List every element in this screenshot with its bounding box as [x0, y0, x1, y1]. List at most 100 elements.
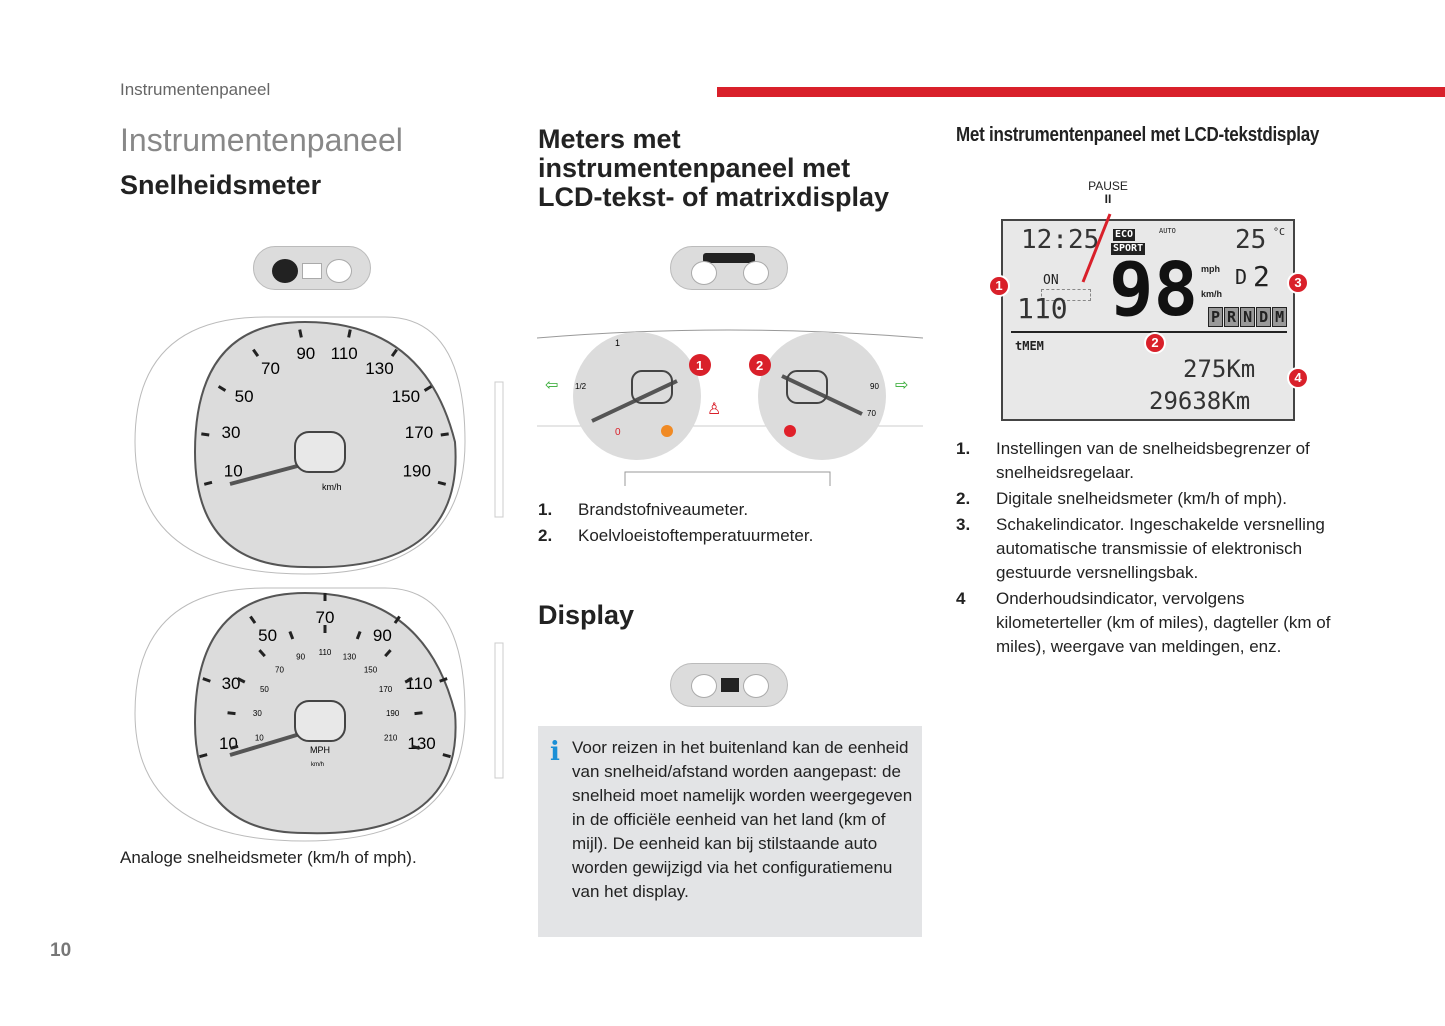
list-item: 2.Koelvloeistoftemperatuurmeter. — [538, 526, 814, 545]
gear-D: D — [1256, 307, 1272, 327]
dial-tick — [439, 677, 448, 683]
lcd-display-illustration: 12:25 ECO SPORT AUTO 25 °C ON 110 98 mph… — [1001, 219, 1295, 421]
gear-P: P — [1208, 307, 1224, 327]
lcd-temp-unit: °C — [1273, 227, 1286, 238]
dial-tick — [411, 744, 421, 750]
callout-1: 1 — [696, 358, 703, 373]
dial-tick — [440, 432, 449, 437]
dial-tick — [437, 480, 447, 486]
dial-tick — [237, 677, 246, 684]
dial-label: 50 — [260, 685, 269, 694]
lcd-mph: mph — [1201, 264, 1220, 274]
page-number: 10 — [50, 940, 72, 961]
dial-tick — [298, 329, 303, 338]
dial-label: 110 — [319, 648, 332, 657]
lcd-limiter-on: ON — [1043, 273, 1059, 288]
dial-label: 170 — [379, 685, 393, 694]
gauges-illustration: 1 1/2 0 90 70 ⇦ ⇨ ♙ 1 2 — [537, 329, 923, 486]
section-title-speedometer: Snelheidsmeter — [120, 170, 322, 200]
lcd-odometer: 29638Km — [1149, 387, 1251, 415]
section-heading-lcd: Met instrumentenpaneel met LCD-tekstdisp… — [956, 124, 1320, 146]
dial-label: 70 — [275, 665, 284, 674]
dial-tick — [201, 432, 210, 437]
dial-label: 110 — [331, 344, 358, 363]
section-heading-gauges: Meters met instrumentenpaneel met LCD-te… — [538, 124, 890, 212]
dial-tick — [423, 385, 433, 392]
lcd-gear-mode: D — [1235, 265, 1248, 289]
dial-label: 90 — [296, 344, 315, 363]
dial-label: 30 — [222, 674, 241, 693]
fuel-warning-light — [661, 425, 673, 437]
turn-left-icon: ⇦ — [545, 377, 558, 394]
lcd-clock: 12:25 — [1021, 225, 1100, 255]
dial-label: 10 — [255, 734, 264, 743]
dial-tick — [252, 348, 260, 358]
callout-3: 3 — [1287, 272, 1309, 294]
speedometer-mph-illustration: 1030507090110130103050709011013015017019… — [134, 587, 504, 842]
dial-label: 110 — [405, 674, 432, 693]
dial-tick — [258, 649, 266, 658]
lcd-list: 1.Instellingen van de snelheidsbegrenzer… — [956, 437, 1346, 659]
dial-label: 130 — [365, 359, 393, 378]
dial-label: 30 — [253, 709, 262, 718]
cluster-locator-icon — [670, 663, 788, 707]
dial-tick — [217, 385, 227, 392]
dial-label: 90 — [296, 653, 305, 662]
gear-N: N — [1240, 307, 1256, 327]
dial-label: 70 — [261, 359, 280, 378]
speed-unit-mph: MPH — [310, 745, 330, 755]
fuel-label-full: 1 — [615, 338, 620, 348]
dial-label: 70 — [316, 608, 335, 627]
seatbelt-icon: ♙ — [707, 401, 721, 418]
speedometer-caption: Analoge snelheidsmeter (km/h of mph). — [120, 848, 417, 867]
fuel-label-empty: 0 — [615, 427, 621, 438]
dial-tick — [404, 677, 413, 684]
dial-tick — [414, 711, 423, 716]
callout-2: 2 — [1144, 332, 1166, 354]
lcd-sport: SPORT — [1111, 243, 1146, 255]
list-item: 3.Schakelindicator. Ingeschakelde versne… — [956, 515, 1325, 582]
cluster-locator-icon — [253, 246, 371, 290]
lcd-mem: tMEM — [1015, 339, 1044, 353]
lcd-eco: ECO — [1113, 229, 1136, 241]
dial-label: 150 — [364, 665, 378, 674]
dial-tick — [229, 744, 239, 750]
info-box: i Voor reizen in het buitenland kan de e… — [538, 726, 922, 937]
callout-1: 1 — [988, 275, 1010, 297]
page-title: Instrumentenpaneel — [120, 122, 403, 158]
dial-tick — [249, 615, 257, 624]
cluster-locator-icon — [670, 246, 788, 290]
callout-4: 4 — [1287, 367, 1309, 389]
dial-label: 210 — [384, 734, 398, 743]
list-item: 1.Brandstofniveaumeter. — [538, 500, 749, 519]
info-icon: i — [550, 737, 560, 767]
list-item: 1.Instellingen van de snelheidsbegrenzer… — [956, 439, 1310, 482]
dial-label: 90 — [373, 626, 392, 645]
lcd-maintenance: 275Km — [1183, 355, 1256, 383]
gear-R: R — [1224, 307, 1240, 327]
dial-label: 130 — [343, 653, 357, 662]
dial-tick — [442, 753, 451, 759]
dial-label: 50 — [235, 387, 254, 406]
dial-tick — [393, 615, 401, 624]
dial-label: 30 — [222, 423, 241, 442]
gauges-list: 1.Brandstofniveaumeter. 2.Koelvloeistoft… — [538, 498, 918, 548]
dial-label: 150 — [392, 387, 420, 406]
lcd-temp: 25 — [1235, 225, 1267, 255]
header-accent-bar — [717, 87, 1445, 97]
turn-right-icon: ⇨ — [895, 377, 908, 394]
temp-warning-light — [784, 425, 796, 437]
speed-unit: km/h — [322, 482, 342, 492]
dial-tick — [390, 348, 398, 358]
dial-label: 190 — [403, 462, 431, 481]
dial-tick — [202, 677, 211, 683]
temp-label-70: 70 — [867, 409, 876, 418]
info-text: Voor reizen in het buitenland kan de een… — [572, 738, 913, 901]
dial-tick — [288, 630, 295, 640]
dial-tick — [199, 753, 208, 759]
running-header: Instrumentenpaneel — [120, 80, 271, 99]
